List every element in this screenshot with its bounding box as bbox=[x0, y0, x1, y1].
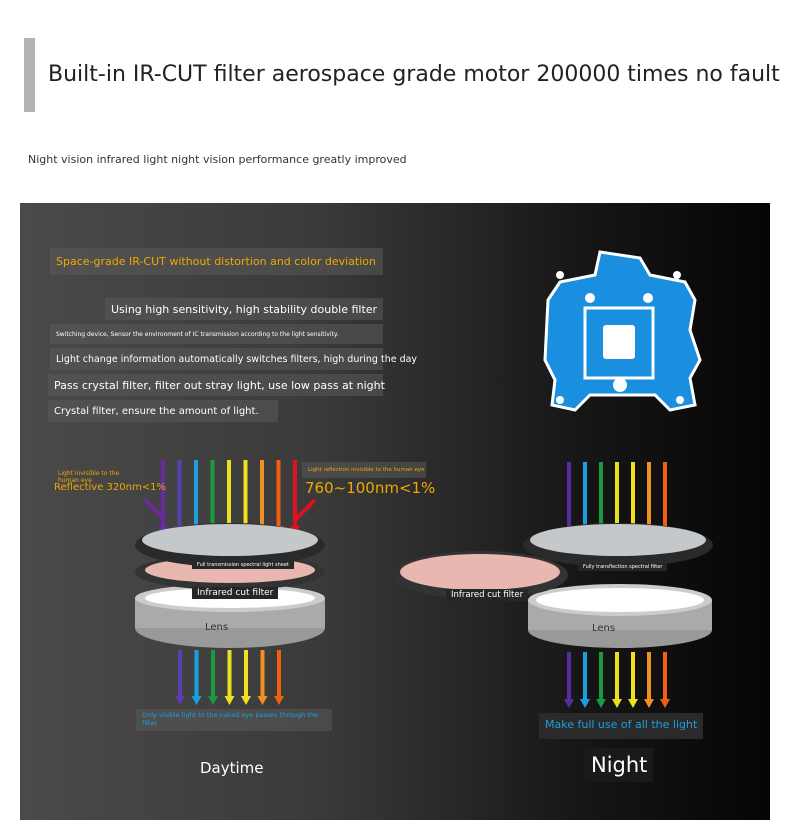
day-top-filter-label: Full transmission spectral light sheet bbox=[192, 561, 294, 569]
day-caption: Daytime bbox=[200, 759, 264, 777]
day-left-note: Light invisible to the human eye bbox=[58, 470, 120, 484]
night-lens bbox=[528, 584, 712, 648]
day-out-arrow-head bbox=[257, 696, 268, 705]
day-out-arrow-head bbox=[224, 696, 235, 705]
reflected-arrow-left bbox=[143, 498, 167, 522]
reflected-arrow-right bbox=[293, 498, 317, 522]
day-ir-filter-label: Infrared cut filter bbox=[192, 587, 279, 599]
day-out-arrow-head bbox=[241, 696, 251, 705]
day-out-arrow-head bbox=[208, 696, 218, 705]
title-accent-bar bbox=[24, 38, 35, 112]
feature-line-3: Light change information automatically s… bbox=[50, 348, 417, 370]
day-out-arrow-head bbox=[274, 696, 284, 705]
night-out-arrow-head bbox=[596, 699, 606, 708]
night-out-arrow-head bbox=[660, 699, 670, 708]
feature-line-4: Pass crystal filter, filter out stray li… bbox=[48, 374, 385, 396]
page-title: Built-in IR-CUT filter aerospace grade m… bbox=[48, 62, 780, 87]
night-top-filter bbox=[523, 523, 713, 567]
night-visible-arrows bbox=[564, 652, 670, 708]
night-ir-filter-label: Infrared cut filter bbox=[446, 589, 529, 601]
day-out-arrow-head bbox=[191, 696, 202, 705]
page-subtitle: Night vision infrared light night vision… bbox=[28, 153, 407, 166]
feature-line-2: Switching device, Sensor the environment… bbox=[50, 324, 383, 344]
ir-cut-module-icon bbox=[543, 250, 702, 412]
night-out-arrow-head bbox=[644, 699, 654, 708]
night-out-arrow-head bbox=[628, 699, 638, 708]
night-out-arrow-head bbox=[580, 699, 590, 708]
day-right-value: 760~100nm<1% bbox=[305, 479, 436, 497]
night-ir-filter bbox=[392, 551, 568, 599]
day-top-filter bbox=[135, 523, 325, 567]
day-left-value: Reflective 320nm<1% bbox=[54, 482, 166, 493]
day-right-note: Light reflection invisible to the human … bbox=[302, 462, 426, 478]
feature-line-1: Using high sensitivity, high stability d… bbox=[105, 298, 383, 320]
feature-line-5: Crystal filter, ensure the amount of lig… bbox=[48, 400, 278, 422]
day-bottom-note: Only visible light to the naked eye pass… bbox=[136, 709, 332, 731]
night-lens-label: Lens bbox=[592, 623, 616, 634]
features-heading: Space-grade IR-CUT without distortion an… bbox=[50, 248, 383, 275]
night-out-arrow-head bbox=[612, 699, 622, 708]
night-caption: Night bbox=[585, 748, 654, 782]
night-bottom-note: Make full use of all the light bbox=[539, 713, 704, 739]
night-top-filter-label: Fully transflection spectral filter bbox=[578, 563, 668, 571]
day-visible-arrows bbox=[175, 650, 284, 705]
day-lens-label: Lens bbox=[205, 622, 229, 633]
night-out-arrow-head bbox=[564, 699, 574, 708]
day-out-arrow-head bbox=[175, 696, 185, 705]
